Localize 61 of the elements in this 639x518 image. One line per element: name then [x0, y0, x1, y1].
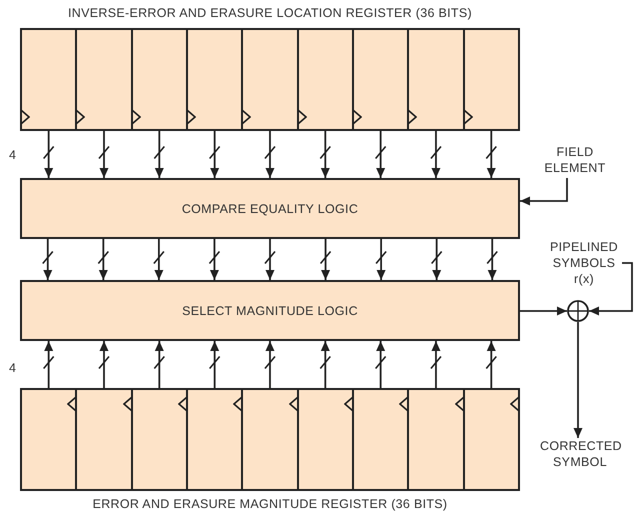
arrow	[431, 341, 440, 388]
arrow	[320, 131, 330, 178]
arrow	[154, 239, 164, 280]
block-label: SELECT MAGNITUDE LOGIC	[182, 304, 358, 318]
signal-label: CORRECTED SYMBOL	[540, 438, 620, 470]
arrow	[210, 131, 220, 178]
register-cell	[352, 388, 410, 491]
arrow	[520, 178, 568, 206]
register-cell	[130, 388, 188, 491]
register-cell	[296, 28, 354, 131]
register-cell	[241, 28, 299, 131]
register-title: INVERSE-ERROR AND ERASURE LOCATION REGISTER (36 BITS)	[67, 5, 473, 21]
arrow	[431, 131, 440, 178]
block-label: COMPARE EQUALITY LOGIC	[182, 202, 358, 216]
arrow	[320, 341, 330, 388]
register-cell	[75, 28, 133, 131]
register-cell	[462, 388, 520, 491]
arrow	[44, 341, 54, 388]
arrow	[210, 239, 219, 280]
register-cell	[462, 28, 520, 131]
arrow	[210, 341, 220, 388]
register-cell	[20, 388, 78, 491]
arrow	[589, 262, 633, 316]
arrow	[376, 131, 386, 178]
arrow	[100, 341, 108, 388]
arrow	[266, 239, 274, 280]
arrow	[265, 131, 274, 178]
register-cell	[296, 388, 354, 491]
arrow	[44, 131, 54, 178]
arrow	[376, 239, 386, 280]
xor-symbol	[567, 300, 589, 322]
arrow	[488, 239, 497, 280]
arrow	[98, 239, 108, 280]
logic-block	[20, 178, 520, 239]
register-cell	[20, 28, 78, 131]
arrow	[520, 306, 567, 316]
logic-block	[20, 280, 520, 341]
arrow	[154, 341, 164, 388]
arrow	[486, 131, 496, 178]
bus-width-label: 4	[9, 148, 16, 162]
register-cell	[75, 388, 133, 491]
arrow	[574, 322, 582, 438]
arrow	[265, 341, 274, 388]
register-cell	[186, 388, 244, 491]
arrow	[321, 239, 330, 280]
register-cell	[407, 28, 465, 131]
arrow	[100, 131, 108, 178]
signal-label: r(x)	[573, 271, 595, 287]
arrow	[432, 239, 442, 280]
register-cell	[241, 388, 299, 491]
register-cell	[352, 28, 410, 131]
register-cell	[130, 28, 188, 131]
register-cell	[407, 388, 465, 491]
arrow	[43, 239, 52, 280]
signal-label: FIELD ELEMENT	[543, 144, 607, 176]
arrow	[486, 341, 496, 388]
arrow	[154, 131, 164, 178]
register-title: ERROR AND ERASURE MAGNITUDE REGISTER (36 BITS)	[92, 496, 448, 512]
arrow	[376, 341, 386, 388]
register-cell	[186, 28, 244, 131]
bus-width-label: 4	[9, 361, 16, 375]
